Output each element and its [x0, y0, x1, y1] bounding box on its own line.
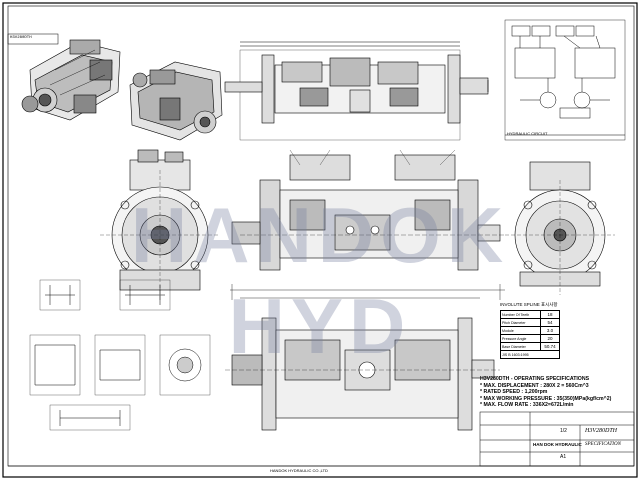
title-model: H3V280DTH — [585, 428, 618, 434]
spline-row: JIS B 1603:1995 — [500, 350, 560, 359]
spline-value: 50.74 — [540, 342, 560, 351]
spline-label: JIS B 1603:1995 — [500, 350, 560, 359]
spec-line: * RATED SPEED : 1,200rpm — [480, 389, 548, 396]
spline-value: 20 — [540, 334, 560, 343]
spec-line: * MAX. FLOW RATE : 336X2=672L/min — [480, 402, 574, 409]
spline-label: Number Of Teeth — [500, 310, 541, 319]
spline-label: Pressure Angle — [500, 334, 541, 343]
title-block-frame — [479, 411, 635, 467]
isometric-view-left — [21, 39, 121, 121]
spline-label: Pitch Diameter — [500, 318, 541, 327]
specs-title: H3V280DTH - OPERATING SPECIFICATIONS — [480, 376, 590, 382]
spline-value: 54 — [540, 318, 560, 327]
top-left-tag-label: H3V280DTH — [10, 36, 32, 40]
title-sheet-size: A1 — [560, 454, 567, 460]
spline-label: Base Diameter — [500, 342, 541, 351]
top-left-tag-box — [7, 33, 59, 45]
rear-end-view — [505, 161, 615, 295]
top-side-view — [224, 41, 489, 141]
spline-value: 3.0 — [540, 326, 560, 335]
spline-table-title: INVOLUTE SPLINE 표시사항 — [500, 302, 558, 307]
title-company: HAN DOK HYDRAULIC — [533, 442, 582, 447]
spec-line: * MAX WORKING PRESSURE : 35(350)MPa(kgf/… — [480, 395, 612, 402]
schematic-caption: HYDRAULIC CIRCUIT — [507, 131, 548, 136]
main-plan-view — [230, 149, 505, 300]
spline-label: Module — [500, 326, 541, 335]
front-end-view — [100, 149, 220, 300]
title-scale: 1/2 — [560, 428, 567, 434]
footer-company: HANDOK HYDRAULIC CO.,LTD — [270, 468, 328, 473]
isometric-view-right — [129, 61, 223, 141]
hydraulic-schematic — [504, 19, 626, 141]
shaft-spline-detail — [29, 279, 211, 431]
spline-value: 18 — [540, 310, 560, 319]
title-doc-type: SPECIFICATION — [585, 442, 621, 447]
bottom-plan-view — [225, 317, 500, 431]
spec-line: * MAX. DISPLACEMENT : 280X 2 = 560Cm^3 — [480, 382, 589, 389]
operating-specs: H3V280DTH - OPERATING SPECIFICATIONS * M… — [480, 376, 611, 409]
